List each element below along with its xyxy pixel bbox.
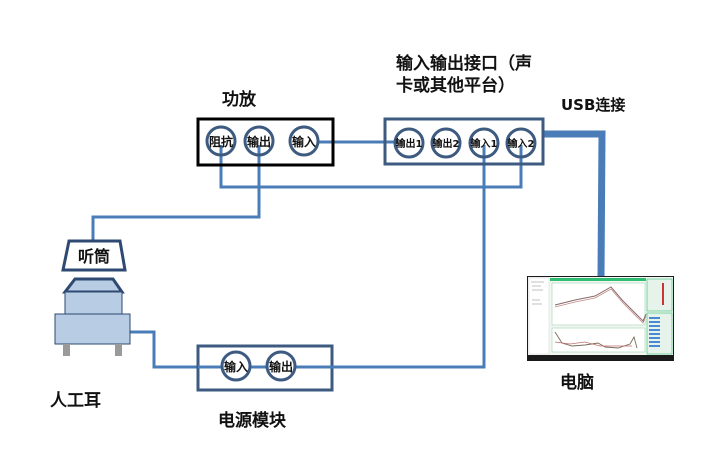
power-module-label: 电源模块 bbox=[218, 410, 287, 431]
app-level-meter bbox=[662, 283, 664, 305]
ear-body bbox=[64, 291, 123, 315]
usb-cable bbox=[544, 130, 606, 277]
svg-text:输入1: 输入1 bbox=[471, 137, 498, 150]
ear-base bbox=[54, 313, 131, 345]
receiver-label: 听筒 bbox=[78, 247, 110, 266]
chart-curve-top-1 bbox=[554, 286, 647, 322]
ear-foot-left bbox=[63, 344, 70, 356]
ear-foot-right bbox=[115, 344, 122, 356]
computer-label: 电脑 bbox=[560, 372, 594, 393]
artificial-ear bbox=[54, 277, 131, 356]
amp-port-output[interactable]: 输出 bbox=[243, 125, 275, 157]
receiver-shape bbox=[61, 239, 127, 272]
taskbar bbox=[527, 355, 674, 361]
io-port-output2[interactable]: 输出2 bbox=[430, 127, 462, 159]
svg-text:输入2: 输入2 bbox=[508, 137, 535, 150]
io-port-input2[interactable]: 输入2 bbox=[505, 127, 537, 159]
svg-text:输出1: 输出1 bbox=[396, 137, 423, 150]
app-meter-panel bbox=[646, 278, 673, 312]
wire-io-input1-to-power-output bbox=[283, 145, 486, 369]
chart-curve-top-2 bbox=[554, 288, 647, 324]
power-port-output[interactable]: 输出 bbox=[265, 350, 297, 382]
io-port-output1[interactable]: 输出1 bbox=[393, 127, 425, 159]
svg-text:输入: 输入 bbox=[224, 359, 248, 374]
svg-text:阻抗: 阻抗 bbox=[209, 134, 233, 149]
ear-top bbox=[61, 277, 125, 294]
chart-curve-bottom-1 bbox=[554, 331, 638, 349]
app-list-rows bbox=[649, 317, 660, 347]
amplifier-box bbox=[196, 117, 335, 167]
wire-amp-output-to-receiver bbox=[91, 145, 261, 240]
svg-text:输出: 输出 bbox=[247, 134, 271, 149]
usb-label: USB连接 bbox=[561, 96, 625, 114]
io-interface-title-line2: 卡或其他平台） bbox=[396, 75, 515, 96]
io-interface-title-line1: 输入输出接口（声 bbox=[396, 53, 532, 74]
app-chart-bottom bbox=[551, 327, 646, 353]
power-port-input[interactable]: 输入 bbox=[220, 350, 252, 382]
amp-port-impedance[interactable]: 阻抗 bbox=[205, 125, 237, 157]
computer-screen[interactable] bbox=[527, 276, 674, 361]
io-port-input1[interactable]: 输入1 bbox=[468, 127, 500, 159]
io-interface-box bbox=[383, 117, 545, 166]
svg-text:输出: 输出 bbox=[269, 359, 293, 374]
amplifier-title: 功放 bbox=[222, 89, 257, 110]
chart-curve-bottom-2 bbox=[554, 341, 632, 347]
amp-port-input[interactable]: 输入 bbox=[288, 125, 320, 157]
artificial-ear-label: 人工耳 bbox=[50, 391, 101, 411]
app-header-bar bbox=[550, 278, 646, 281]
svg-text:输入: 输入 bbox=[292, 134, 316, 149]
receiver: 听筒 bbox=[61, 239, 127, 272]
svg-text:输出2: 输出2 bbox=[433, 137, 460, 150]
app-tree-panel bbox=[528, 277, 550, 355]
